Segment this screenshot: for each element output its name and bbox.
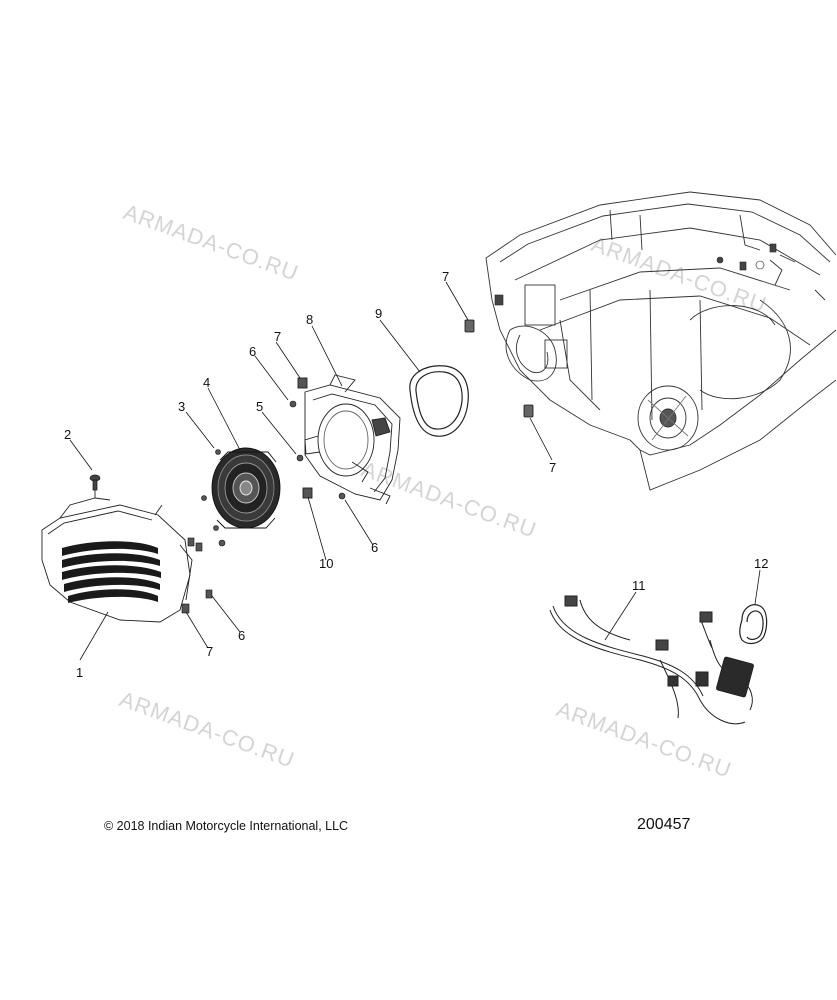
callout-11: 11	[632, 578, 646, 593]
callout-6: 6	[249, 344, 256, 359]
speaker-enclosure-part	[297, 374, 401, 505]
callout-10: 10	[319, 556, 333, 571]
screw-part	[89, 474, 101, 491]
callout-3: 3	[178, 399, 185, 414]
callout-labels: 1 2 3 4 5 6 6 6 7 7 7 7 8 9 10 11 12	[64, 269, 768, 680]
speaker-part	[211, 447, 281, 529]
housing-part	[485, 191, 837, 491]
housing-clips	[494, 243, 777, 306]
callout-6: 6	[238, 628, 245, 643]
hardware-parts	[181, 400, 346, 614]
watermark: ARMADA-CO.RU	[358, 456, 540, 543]
callout-6: 6	[371, 540, 378, 555]
watermark: ARMADA-CO.RU	[588, 231, 770, 318]
gasket-part	[409, 365, 469, 437]
callout-12: 12	[754, 556, 768, 571]
callout-1: 1	[76, 665, 83, 680]
watermark: ARMADA-CO.RU	[553, 696, 735, 783]
clip-part	[464, 319, 534, 418]
callout-5: 5	[256, 399, 263, 414]
drawing-number: 200457	[637, 816, 691, 833]
watermark: ARMADA-CO.RU	[120, 199, 302, 286]
grommet-part	[739, 604, 768, 645]
callout-7: 7	[549, 460, 556, 475]
callout-7: 7	[206, 644, 213, 659]
housing-wheel	[637, 385, 699, 451]
callout-7: 7	[274, 329, 281, 344]
watermark: ARMADA-CO.RU	[116, 686, 298, 773]
speaker-grille-slots	[62, 541, 161, 603]
copyright-notice: © 2018 Indian Motorcycle International, …	[104, 819, 349, 833]
callout-9: 9	[375, 306, 382, 321]
callout-7: 7	[442, 269, 449, 284]
callout-8: 8	[306, 312, 313, 327]
callout-4: 4	[203, 375, 210, 390]
speaker-grille-part	[41, 482, 193, 623]
wiring-harness-part	[549, 595, 754, 725]
leader-lines	[69, 281, 761, 661]
callout-2: 2	[64, 427, 71, 442]
